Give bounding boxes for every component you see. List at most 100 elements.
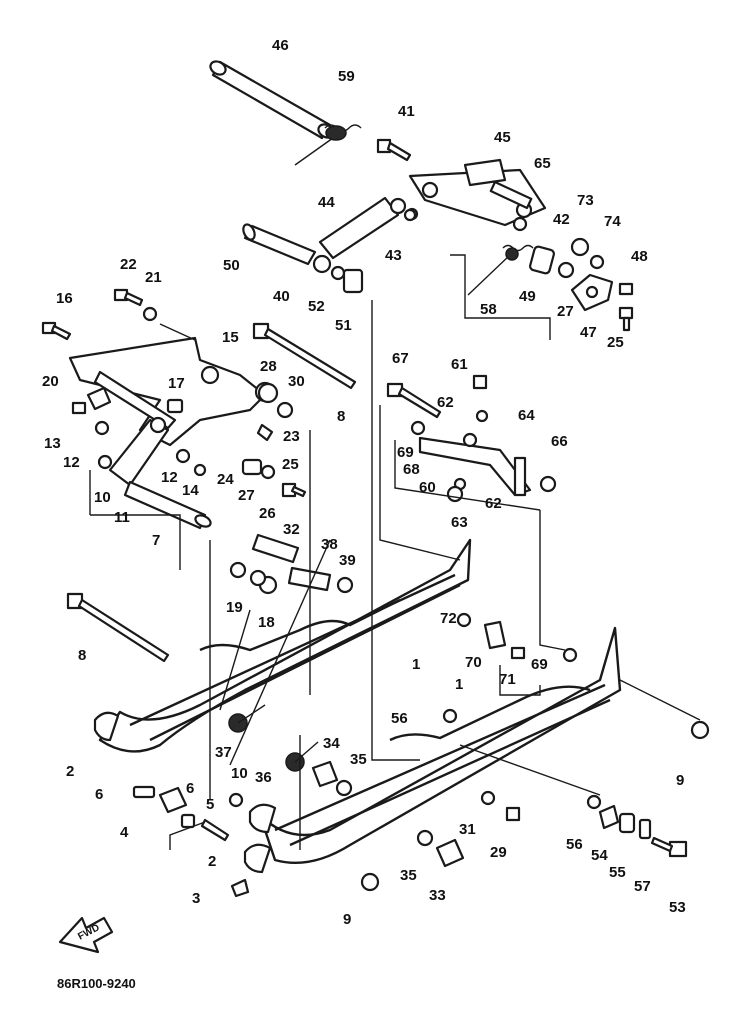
part-14-washer (193, 463, 207, 477)
callout-21: 21 (145, 269, 162, 286)
callout-51: 51 (335, 317, 352, 334)
callout-25: 25 (607, 334, 624, 351)
part-25-bolt (618, 306, 634, 332)
part-15-front-arm (68, 336, 276, 447)
part-32-shaft (251, 533, 300, 564)
callout-73: 73 (577, 192, 594, 209)
callout-7: 7 (152, 532, 160, 549)
callout-58: 58 (480, 301, 497, 318)
callout-45: 45 (494, 129, 511, 146)
callout-18: 18 (258, 614, 275, 631)
part-59-spring (294, 124, 362, 166)
callout-64: 64 (518, 407, 535, 424)
callout-59: 59 (338, 68, 355, 85)
callout-10-lower: 10 (231, 765, 248, 782)
part-6-plate (132, 785, 196, 829)
callout-71: 71 (499, 671, 516, 688)
callout-35-lower: 35 (400, 867, 417, 884)
part-39-washer (336, 576, 354, 594)
callout-63: 63 (451, 514, 468, 531)
part-30-washer (276, 401, 294, 419)
callout-35-upper: 35 (350, 751, 367, 768)
callout-2-right: 2 (208, 853, 216, 870)
part-27-nut-lower (260, 464, 276, 480)
drawing-code: 86R100-9240 (57, 976, 136, 991)
part-20-bracket (86, 386, 112, 411)
callout-53: 53 (669, 899, 686, 916)
callout-56-right: 56 (566, 836, 583, 853)
part-57-plate (638, 818, 652, 840)
part-27-nut (557, 261, 575, 279)
part-1-slide-rail-right (258, 626, 622, 865)
part-67-bolt (386, 382, 442, 419)
callout-20: 20 (42, 373, 59, 390)
parts-drawing (41, 60, 710, 898)
callout-4: 4 (120, 824, 129, 841)
callout-72: 72 (440, 610, 457, 627)
callout-66: 66 (551, 433, 568, 450)
callout-9-right: 9 (676, 772, 684, 789)
part-69-washer (410, 420, 578, 663)
callout-68: 68 (403, 461, 420, 478)
callout-49: 49 (519, 288, 536, 305)
callout-24: 24 (217, 471, 234, 488)
callout-62-lower: 62 (485, 495, 502, 512)
callout-26: 26 (259, 505, 276, 522)
part-63-nut (446, 485, 464, 503)
callout-52: 52 (308, 298, 325, 315)
callout-54: 54 (591, 847, 608, 864)
callout-42: 42 (553, 211, 570, 228)
part-19-washer (229, 561, 247, 579)
callout-30: 30 (288, 373, 305, 390)
part-34-collar (311, 760, 339, 788)
callout-60: 60 (419, 479, 436, 496)
part-68-arm (418, 432, 532, 497)
part-49-collar (529, 245, 555, 275)
part-17-bracket (166, 398, 184, 414)
callout-65: 65 (534, 155, 551, 172)
callout-25-lower: 25 (282, 456, 299, 473)
part-56-washer (442, 708, 602, 810)
callout-31: 31 (459, 821, 476, 838)
callout-28: 28 (260, 358, 277, 375)
part-9-nut (360, 720, 710, 892)
callout-39: 39 (339, 552, 356, 569)
callout-33: 33 (429, 887, 446, 904)
callout-38: 38 (321, 536, 338, 553)
callout-44: 44 (318, 194, 335, 211)
part-7-shaft (123, 480, 212, 530)
part-21-clip (142, 306, 158, 322)
callout-74: 74 (604, 213, 621, 230)
callout-1-right: 1 (455, 676, 463, 693)
callout-1-left: 1 (412, 656, 420, 673)
callout-8-upper: 8 (337, 408, 345, 425)
callout-69-lower: 69 (531, 656, 548, 673)
callout-16: 16 (56, 290, 73, 307)
callout-37: 37 (215, 744, 232, 761)
part-13-bolt (71, 401, 87, 415)
callout-56-left: 56 (391, 710, 408, 727)
part-52-bushing (330, 265, 346, 281)
part-18-collar (249, 569, 278, 595)
callout-27-lower: 27 (238, 487, 255, 504)
part-64-link (513, 456, 527, 497)
part-33-collar (435, 838, 465, 868)
callout-41: 41 (398, 103, 415, 120)
callout-17: 17 (168, 375, 185, 392)
part-72-washer (456, 612, 472, 628)
part-28-collar (257, 382, 279, 404)
leader-lines (89, 254, 701, 850)
part-22-bolt (113, 288, 144, 307)
part-50-shock-absorber (242, 223, 317, 266)
part-53-bolt (650, 836, 688, 858)
part-31-washer (480, 790, 496, 806)
part-11-arm (108, 416, 170, 487)
part-2-runner-right (243, 803, 277, 874)
callout-5: 5 (206, 796, 214, 813)
part-58-spring (467, 244, 534, 296)
part-47-plate (570, 273, 614, 312)
callout-6-left: 6 (95, 786, 103, 803)
part-29-bolt (505, 806, 521, 822)
part-23-bolt (256, 423, 274, 442)
